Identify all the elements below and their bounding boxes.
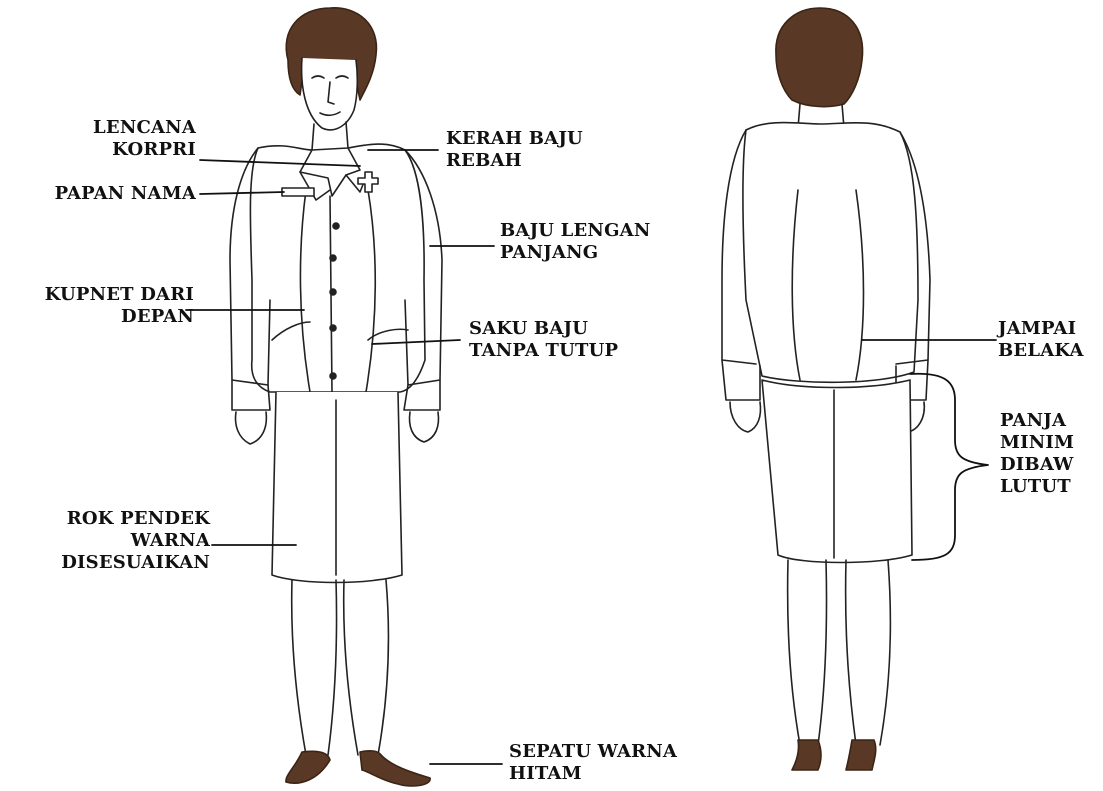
back-figure	[722, 8, 930, 770]
label-rok-pendek: ROK PENDEK WARNA DISESUAIKAN	[61, 508, 210, 574]
label-baju-lengan-panjang: BAJU LENGAN PANJANG	[500, 220, 650, 264]
label-saku-baju: SAKU BAJU TANPA TUTUP	[469, 318, 618, 362]
label-panjang-minimal: PANJA MINIM DIBAW LUTUT	[1000, 410, 1074, 498]
label-kerah-baju-rebah: KERAH BAJU REBAH	[446, 128, 583, 172]
label-lencana-korpri: LENCANA KORPRI	[93, 117, 196, 161]
front-figure	[230, 8, 442, 786]
label-jampai-belakang: JAMPAI BELAKA	[998, 318, 1084, 362]
label-kupnet-dari-depan: KUPNET DARI DEPAN	[45, 284, 194, 328]
label-papan-nama: PAPAN NAMA	[55, 183, 196, 205]
label-sepatu-warna-hitam: SEPATU WARNA HITAM	[509, 741, 677, 785]
